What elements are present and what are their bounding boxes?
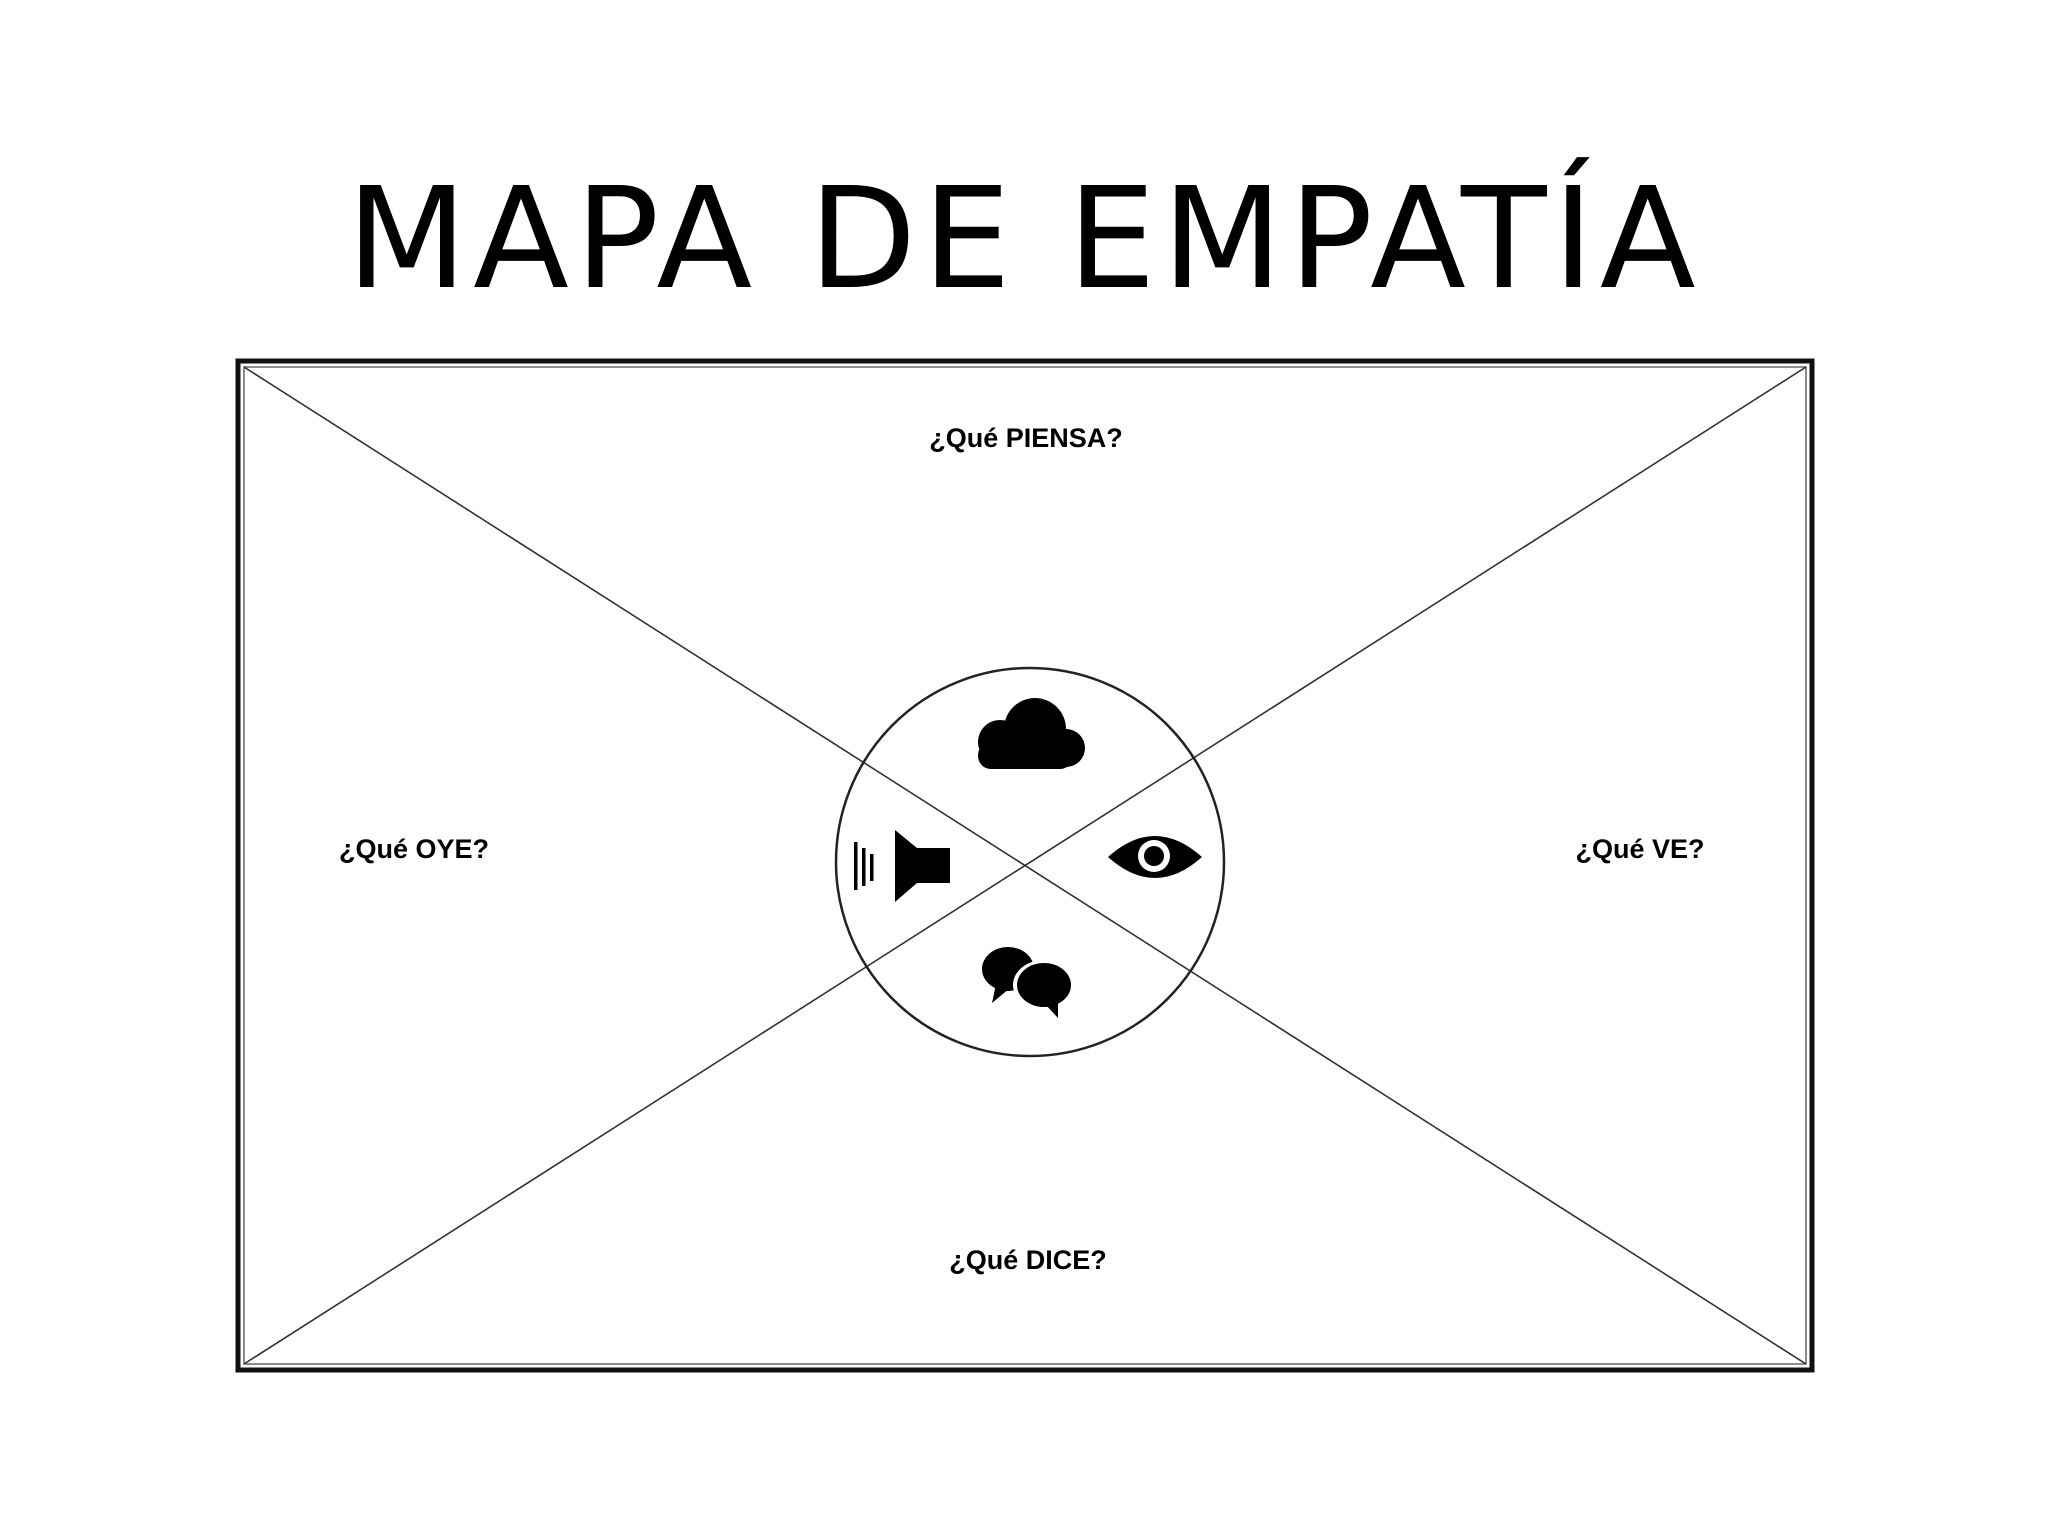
cloud-icon bbox=[978, 698, 1085, 769]
label-que-dice: ¿Qué DICE? bbox=[949, 1245, 1107, 1275]
label-que-oye: ¿Qué OYE? bbox=[338, 834, 490, 864]
center-circle bbox=[834, 666, 1226, 1058]
map-inner-frame bbox=[243, 366, 1807, 1365]
label-que-piensa: ¿Qué PIENSA? bbox=[929, 423, 1123, 453]
eye-icon bbox=[1108, 836, 1202, 878]
diagonal-line-2 bbox=[243, 366, 1807, 1365]
label-que-ve: ¿Qué VE? bbox=[1575, 834, 1705, 864]
page-title: MAPA DE EMPATÍA bbox=[346, 158, 1702, 321]
speaker-icon bbox=[854, 830, 950, 902]
speech-bubbles-icon bbox=[982, 947, 1075, 1018]
